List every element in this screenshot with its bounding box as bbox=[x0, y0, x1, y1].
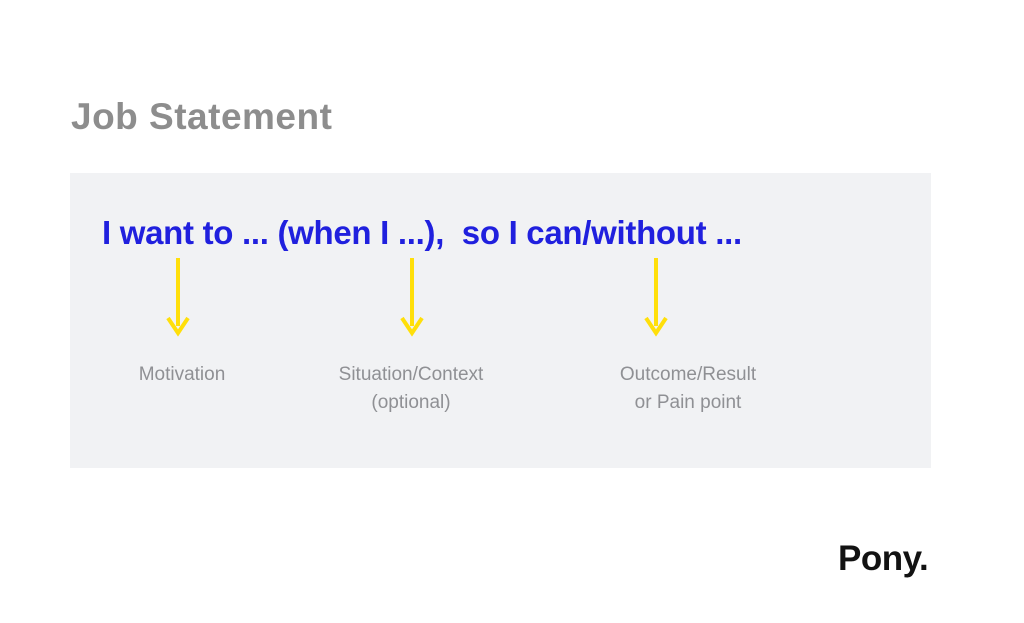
page-title: Job Statement bbox=[71, 96, 333, 137]
annotation-label: Outcome/Result bbox=[619, 364, 757, 385]
pony-logo: Pony. bbox=[838, 539, 929, 578]
statement-panel bbox=[70, 173, 931, 468]
annotation-situation-context: Situation/Context (optional) bbox=[281, 361, 541, 417]
job-statement-text: I want to ... (when I ...), so I can/wit… bbox=[102, 214, 742, 251]
annotation-sublabel: (optional) bbox=[371, 392, 451, 413]
annotation-sublabel: or Pain point bbox=[634, 392, 742, 413]
annotation-outcome-result: Outcome/Result or Pain point bbox=[558, 361, 818, 417]
annotation-label: Motivation bbox=[138, 364, 226, 385]
annotation-motivation: Motivation bbox=[52, 361, 312, 389]
annotation-label: Situation/Context bbox=[338, 364, 484, 385]
down-arrow-icon bbox=[643, 256, 669, 340]
down-arrow-icon bbox=[165, 256, 191, 340]
down-arrow-icon bbox=[399, 256, 425, 340]
